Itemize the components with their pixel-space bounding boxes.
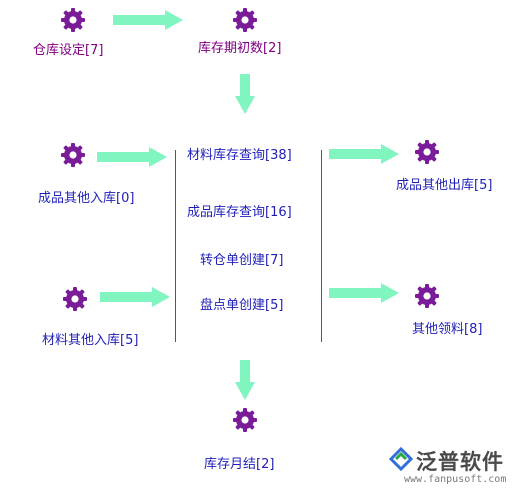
fanpu-logo: 泛普软件 www.fanpusoft.com [388,444,514,490]
logo-brand-text: 泛普软件 [416,450,504,474]
arrow-icon [235,74,255,114]
opening-inventory-gear-icon[interactable] [232,7,258,33]
arrow-icon [235,360,255,400]
arrow-icon [97,147,167,167]
material-other-in-link[interactable]: 材料其他入库[5] [42,333,139,348]
finished-other-in-gear-icon[interactable] [60,142,86,168]
transfer-create-link[interactable]: 转仓单创建[7] [200,253,284,268]
material-other-in-gear-icon[interactable] [62,286,88,312]
arrow-icon [329,283,399,303]
center-left-divider [175,150,176,342]
warehouse-setup-link[interactable]: 仓库设定[7] [33,43,104,58]
monthly-close-gear-icon[interactable] [232,407,258,433]
other-material-issue-gear-icon[interactable] [414,283,440,309]
opening-inventory-link[interactable]: 库存期初数[2] [198,41,282,56]
center-right-divider [321,150,322,342]
finished-inventory-query-link[interactable]: 成品库存查询[16] [187,205,292,220]
arrow-icon [329,144,399,164]
material-inventory-query-link[interactable]: 材料库存查询[38] [187,148,292,163]
stocktake-create-link[interactable]: 盘点单创建[5] [200,298,284,313]
finished-other-out-link[interactable]: 成品其他出库[5] [396,178,493,193]
finished-other-out-gear-icon[interactable] [414,139,440,165]
logo-url-text: www.fanpusoft.com [404,474,507,485]
fanpu-logo-icon [388,446,414,472]
arrow-icon [113,10,183,30]
monthly-close-link[interactable]: 库存月结[2] [204,457,275,472]
other-material-issue-link[interactable]: 其他领料[8] [412,322,483,337]
warehouse-setup-gear-icon[interactable] [60,7,86,33]
finished-other-in-link[interactable]: 成品其他入库[0] [38,191,135,206]
arrow-icon [100,287,170,307]
